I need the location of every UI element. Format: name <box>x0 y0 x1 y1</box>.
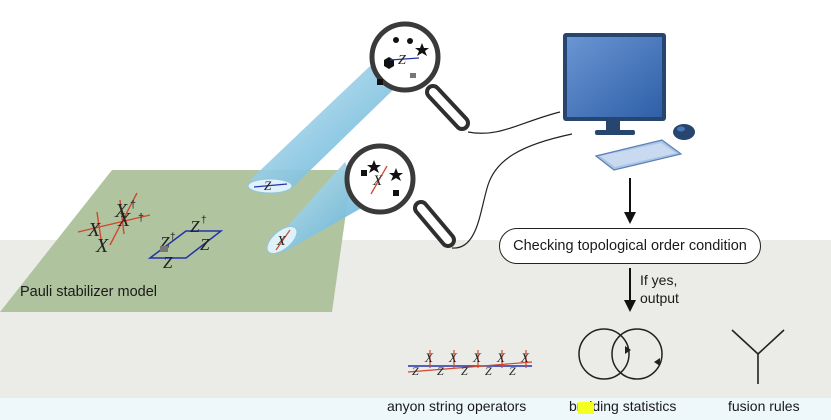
svg-text:X: X <box>472 350 482 365</box>
model-label: Pauli stabilizer model <box>20 284 158 300</box>
mouse-icon <box>673 124 695 140</box>
magnifier-icon: Z <box>369 21 470 131</box>
z-plaquette-operator: Z † Z Z † Z <box>147 215 224 272</box>
svg-text:Z: Z <box>509 364 516 378</box>
svg-text:Z: Z <box>264 178 272 193</box>
output-braiding-statistics: braiding statistics <box>569 398 677 414</box>
render-artifact <box>578 402 594 414</box>
computer-icon <box>563 33 666 135</box>
anyon-string-icon: X X X X X Z Z Z Z Z <box>407 350 533 378</box>
svg-text:X: X <box>95 235 109 257</box>
down-arrow-icon <box>624 178 636 224</box>
svg-text:Z: Z <box>398 53 406 68</box>
keyboard-icon <box>594 139 683 171</box>
svg-text:X: X <box>114 200 128 222</box>
svg-text:X: X <box>372 173 383 189</box>
condition-box-label: Checking topological order condition <box>513 238 747 254</box>
condition-box: Checking topological order condition <box>499 228 761 264</box>
svg-text:Z: Z <box>200 235 210 254</box>
svg-text:Z: Z <box>160 233 170 252</box>
spot-lower <box>266 226 298 254</box>
down-arrow-icon <box>624 268 636 312</box>
output-label: output <box>640 290 679 306</box>
output-fusion-rules: fusion rules <box>728 398 800 414</box>
svg-text:Z: Z <box>485 364 492 378</box>
svg-text:†: † <box>130 199 136 211</box>
svg-text:Z: Z <box>437 364 444 378</box>
svg-text:X: X <box>87 219 101 241</box>
svg-text:X: X <box>520 350 530 365</box>
x-string-operator: X X X X † † <box>77 192 151 257</box>
svg-text:X: X <box>117 209 131 231</box>
magnifier-icon: X <box>344 143 456 248</box>
svg-text:†: † <box>201 215 207 226</box>
svg-text:Z: Z <box>461 364 468 378</box>
fork-icon <box>731 329 785 384</box>
svg-text:X: X <box>496 350 506 365</box>
beam-upper <box>250 66 395 190</box>
svg-text:X: X <box>448 350 458 365</box>
svg-text:Z: Z <box>190 217 200 236</box>
svg-text:†: † <box>170 232 176 243</box>
output-anyon-string-operators: anyon string operators <box>387 398 527 414</box>
svg-text:Z: Z <box>412 364 419 378</box>
if-yes-label: If yes, <box>640 272 678 288</box>
svg-text:†: † <box>138 212 144 224</box>
stabilizer-plane <box>0 170 352 312</box>
svg-text:X: X <box>276 234 286 249</box>
venn-circles-icon <box>578 328 663 380</box>
svg-text:Z: Z <box>163 253 173 272</box>
svg-text:X: X <box>424 350 434 365</box>
